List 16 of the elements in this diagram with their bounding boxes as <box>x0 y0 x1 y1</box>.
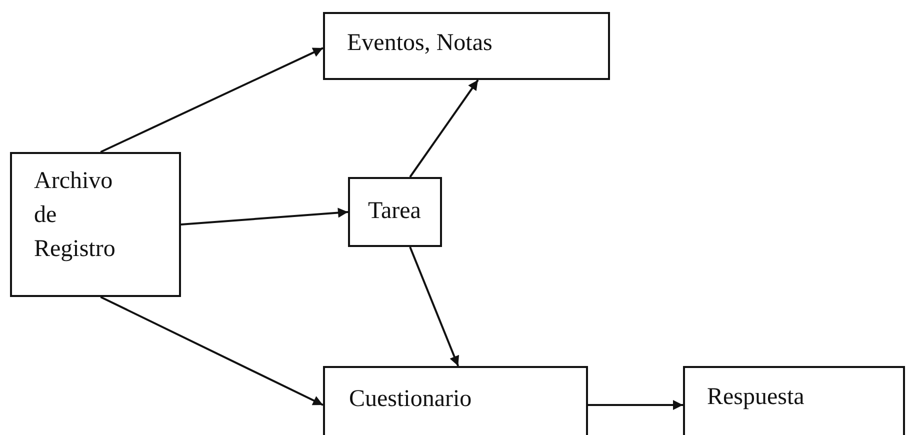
process-box <box>323 12 610 80</box>
process-box <box>323 366 588 435</box>
arrow <box>588 400 683 410</box>
box-label: Archivo de Registro <box>34 167 116 264</box>
arrow <box>100 47 324 153</box>
box-label: Cuestionario <box>349 385 473 414</box>
arrow <box>409 79 479 178</box>
arrow <box>409 246 460 366</box>
box-label: Respuesta <box>707 383 806 412</box>
box-label: Eventos, Notas <box>347 29 494 58</box>
process-box <box>683 366 905 435</box>
process-box <box>348 177 442 247</box>
arrow <box>180 208 348 226</box>
box-label: Tarea <box>368 197 422 226</box>
process-box <box>10 152 181 297</box>
arrow <box>100 296 324 406</box>
